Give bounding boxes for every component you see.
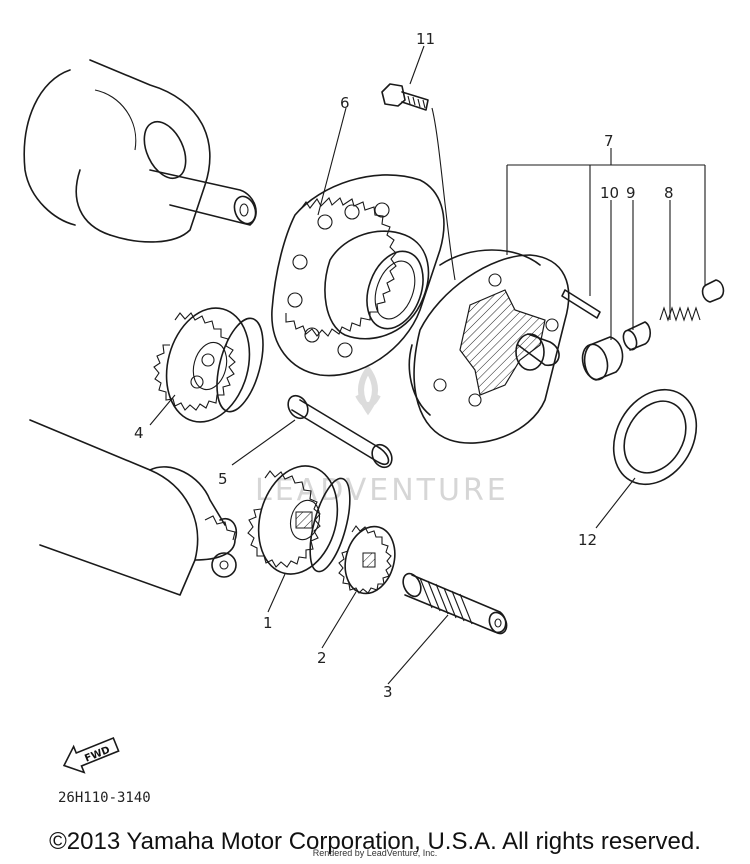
part-12-washer	[612, 388, 698, 486]
callout-3: 3	[383, 683, 393, 701]
catalog-number: 26H110-3140	[58, 790, 151, 806]
leader-lines	[149, 45, 706, 685]
part-3-shaft	[402, 572, 508, 635]
part-2-gear	[338, 525, 396, 595]
callout-8: 8	[664, 184, 674, 202]
callout-11: 11	[416, 30, 435, 48]
callouts: 1 2 3 4 5 6 7 8 9 10 11 12	[134, 30, 674, 701]
callout-6: 6	[340, 94, 350, 112]
callout-12: 12	[578, 531, 597, 549]
watermark: LEADVENTURE	[255, 364, 509, 508]
callout-4: 4	[134, 424, 144, 442]
part-10-pin	[561, 289, 601, 319]
part-1-gear	[247, 465, 351, 575]
crankshaft	[23, 59, 257, 243]
callout-5: 5	[218, 470, 228, 488]
part-5-shaft	[287, 394, 393, 469]
starter-clutch	[408, 249, 570, 444]
callout-1: 1	[263, 614, 273, 632]
callout-2: 2	[317, 649, 327, 667]
part-8-spring	[659, 279, 725, 322]
callout-7: 7	[604, 132, 614, 150]
part-4-idler-gear	[153, 307, 264, 423]
fwd-arrow-icon: FWD	[62, 736, 120, 774]
watermark-text: LEADVENTURE	[255, 473, 509, 508]
rendered-by-notice: Rendered by LeadVenture, Inc.	[312, 848, 438, 858]
copyright-notice: ©2013 Yamaha Motor Corporation, U.S.A. A…	[49, 828, 701, 855]
part-11-bolt	[381, 83, 429, 111]
starter-motor	[29, 419, 238, 596]
part-6-wheel-gear	[271, 174, 445, 377]
part-9-roller	[581, 321, 652, 381]
callout-9: 9	[626, 184, 636, 202]
callout-10: 10	[600, 184, 619, 202]
